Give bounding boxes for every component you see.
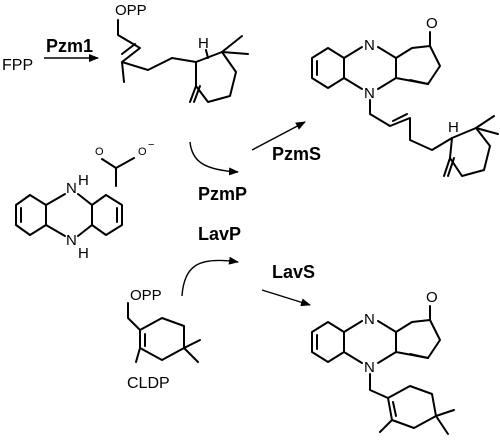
oxygen-carbonyl-label: O bbox=[95, 146, 104, 158]
pzms-product-structure: O N N H bbox=[311, 15, 499, 177]
oxygen-anion-label: O bbox=[138, 146, 147, 158]
pzms-arrow bbox=[251, 121, 306, 151]
stereo-h-label: H bbox=[198, 35, 209, 52]
fpp-label: FPP bbox=[2, 57, 33, 74]
lavp-enzyme-label: LavP bbox=[198, 224, 241, 244]
nh-top-label: N bbox=[66, 180, 77, 197]
nh-bottom-h-label: H bbox=[78, 245, 89, 262]
lavs-n-top-label: N bbox=[364, 311, 375, 328]
lavs-n-bottom-label: N bbox=[364, 359, 375, 376]
lavs-product-structure: O N N bbox=[311, 289, 455, 435]
lavs-arrow bbox=[261, 289, 311, 307]
charge-label: − bbox=[148, 139, 154, 151]
pzmp-arrow bbox=[189, 141, 239, 176]
pzm1-enzyme-label: Pzm1 bbox=[46, 36, 93, 56]
pzms-n-top-label: N bbox=[364, 37, 375, 54]
pzms-oxygen-label: O bbox=[426, 15, 438, 32]
lavp-arrow bbox=[181, 256, 239, 297]
nh-top-h-label: H bbox=[78, 172, 89, 189]
lavs-oxygen-label: O bbox=[426, 289, 438, 306]
cldp-opp-label: OPP bbox=[130, 287, 162, 304]
opp-label: OPP bbox=[115, 2, 147, 19]
pzmp-enzyme-label: PzmP bbox=[198, 184, 247, 204]
pca-structure: O O − N H N H bbox=[15, 139, 154, 262]
lavs-enzyme-label: LavS bbox=[272, 262, 315, 282]
pzms-stereo-h-label: H bbox=[448, 119, 459, 136]
pzms-enzyme-label: PzmS bbox=[272, 144, 321, 164]
pzms-n-bottom-label: N bbox=[364, 85, 375, 102]
cldp-label: CLDP bbox=[127, 375, 170, 392]
cldp-structure: OPP bbox=[127, 287, 201, 363]
terpenoid-intermediate-structure: OPP H bbox=[115, 2, 249, 103]
nh-bottom-label: N bbox=[66, 232, 77, 249]
